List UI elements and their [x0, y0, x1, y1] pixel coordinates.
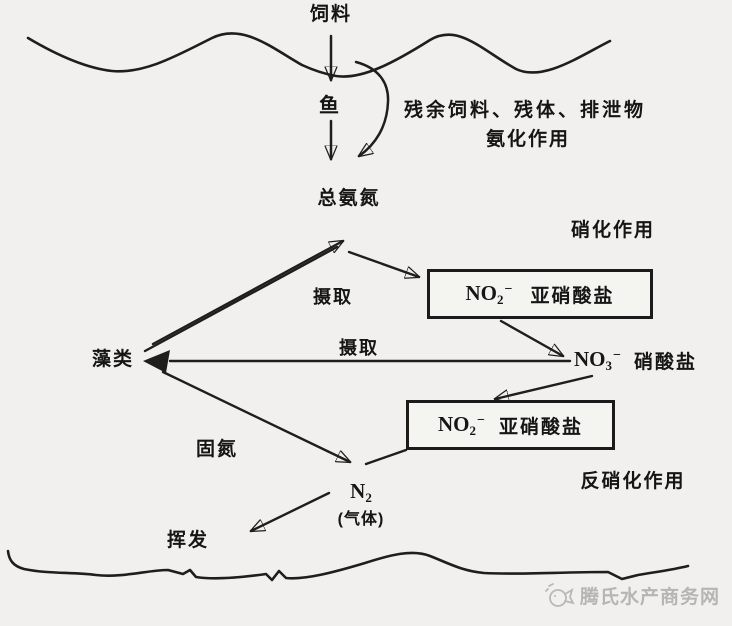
- denitrification-label: 反硝化作用: [580, 471, 686, 492]
- residue-label: 残余饲料、残体、排泄物: [404, 100, 647, 121]
- nitrite-top-formula: NO2−: [465, 280, 513, 307]
- uptake-lower-label: 摄取: [339, 338, 379, 358]
- double-line-algae-ammonia-1: [143, 245, 339, 353]
- nitrite-box-top: NO2− 亚硝酸盐: [427, 269, 653, 319]
- volatilization-label: 挥发: [166, 530, 210, 551]
- gas-label: (气体): [337, 511, 385, 528]
- n2-label: N2: [350, 479, 372, 505]
- total-ammonia-label: 总氨氮: [317, 188, 381, 209]
- fish-label: 鱼: [319, 95, 341, 117]
- arrow-algae-to-n2: [161, 370, 350, 464]
- arrowhead-into-algae: [143, 350, 170, 373]
- algae-label: 藻类: [91, 349, 135, 370]
- watermark-text: 腾氏水产商务网: [580, 587, 721, 608]
- arrow-nitrate-to-nitrite: [495, 374, 594, 399]
- nitrification-label: 硝化作用: [570, 220, 656, 241]
- nitrate-name: 硝酸盐: [633, 352, 697, 373]
- nitrogen-fixation-label: 固氮: [195, 439, 239, 460]
- nitrate-formula: NO3−: [574, 347, 621, 373]
- nitrite-top-name: 亚硝酸盐: [530, 285, 615, 307]
- nitrate-group: NO3− 硝酸盐: [574, 347, 697, 374]
- nitrite-box-bottom: NO2− 亚硝酸盐: [406, 400, 615, 450]
- arrow-ammonia-to-nitrite: [347, 250, 419, 277]
- line-nitrite-to-n2: [364, 448, 408, 466]
- arrow-residue-to-ammonia: [354, 60, 390, 156]
- water-surface-bottom: [6, 549, 690, 582]
- arrow-n2-to-volatilization: [251, 491, 331, 533]
- watermark-fish-icon: [545, 583, 575, 607]
- watermark: 腾氏水产商务网: [543, 582, 720, 609]
- feed-label: 饲料: [309, 4, 353, 25]
- nitrite-bottom-formula: NO2−: [438, 411, 485, 438]
- nitrite-bottom-name: 亚硝酸盐: [498, 416, 583, 438]
- ammonification-label: 氨化作用: [485, 129, 571, 150]
- water-surface-top: [26, 32, 612, 78]
- uptake-upper-label: 摄取: [313, 287, 353, 307]
- arrow-nitrite-to-nitrate: [499, 319, 563, 356]
- double-line-algae-ammonia-2: [151, 241, 343, 346]
